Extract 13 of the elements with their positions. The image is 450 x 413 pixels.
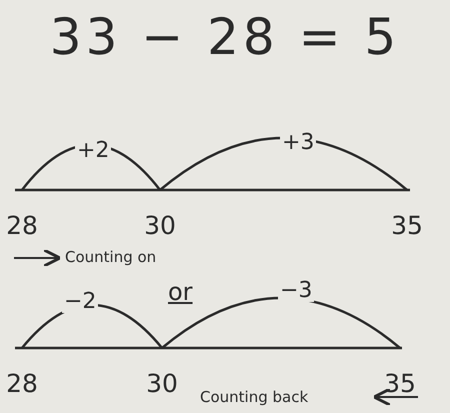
edge-label: −3 xyxy=(278,280,314,302)
number-label: 28 xyxy=(6,213,38,238)
number-label: 28 xyxy=(6,371,38,396)
number-label: 30 xyxy=(144,213,176,238)
number-label: 35 xyxy=(384,371,416,396)
title: 33 − 28 = 5 xyxy=(48,8,402,66)
note-text: or xyxy=(168,280,193,304)
note-text: Counting on xyxy=(65,250,156,265)
number-label: 30 xyxy=(146,371,178,396)
number-label: 35 xyxy=(391,213,423,238)
note-text: Counting back xyxy=(200,390,308,405)
edge-label: −2 xyxy=(62,291,98,313)
jump-arc xyxy=(161,296,401,349)
